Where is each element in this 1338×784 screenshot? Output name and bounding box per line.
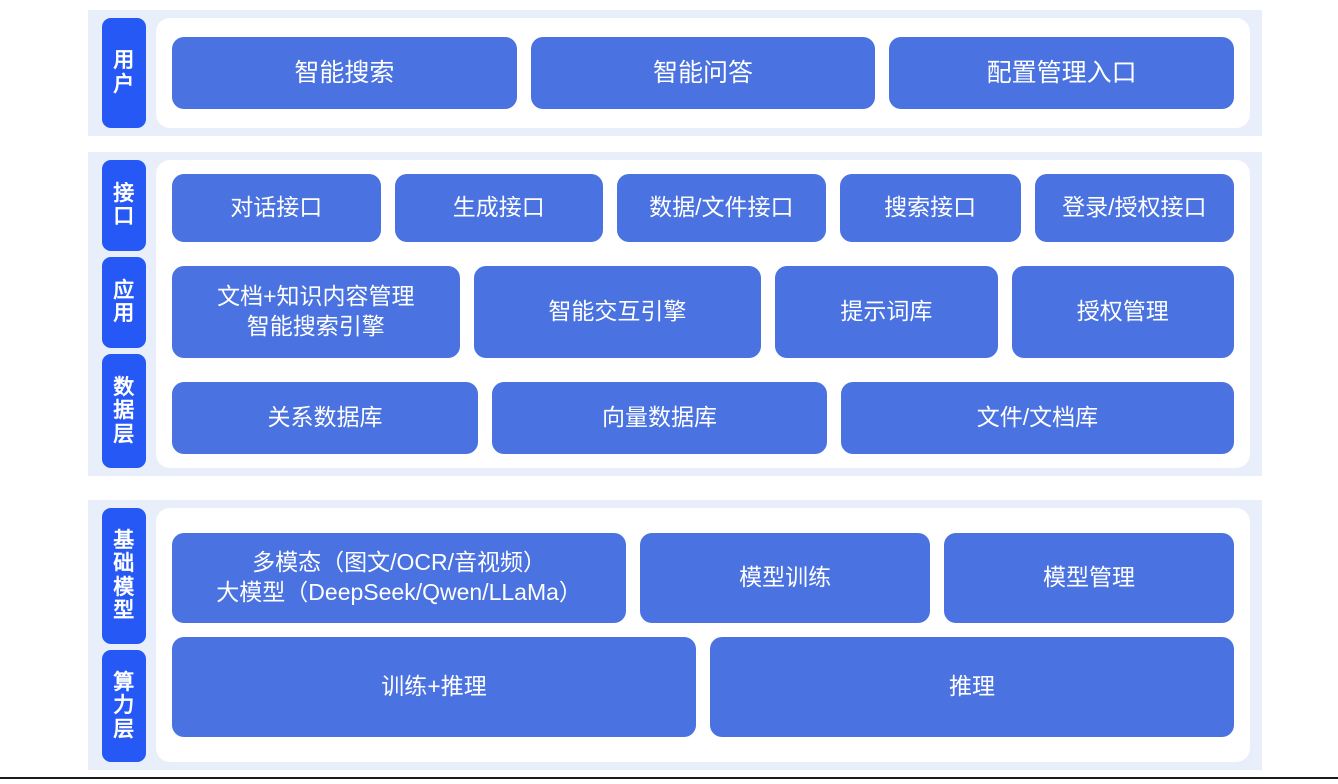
section-middle-card: 对话接口 生成接口 数据/文件接口 搜索接口 登录/授权接口 文档+知识内容管理… [156,160,1250,468]
row-compute: 训练+推理 推理 [172,637,1234,737]
section-user-label-column: 用户 [88,10,146,136]
row-application: 文档+知识内容管理 智能搜索引擎 智能交互引擎 提示词库 授权管理 [172,266,1234,358]
layer-label-user: 用户 [102,18,146,128]
box-interaction-engine[interactable]: 智能交互引擎 [473,266,762,358]
box-document-knowledge-management[interactable]: 文档+知识内容管理 智能搜索引擎 [172,266,460,358]
layer-label-interface: 接口 [102,160,146,251]
layer-label-compute-text: 算力层 [113,670,135,741]
bottom-divider [0,777,1338,779]
box-data-file-api[interactable]: 数据/文件接口 [617,174,826,242]
box-inference[interactable]: 推理 [710,637,1234,737]
box-multimodal-large-model[interactable]: 多模态（图文/OCR/音视频） 大模型（DeepSeek/Qwen/LLaMa） [172,533,627,623]
layer-label-compute: 算力层 [102,649,146,763]
layer-label-user-text: 用户 [113,49,135,96]
box-config-management-entry[interactable]: 配置管理入口 [889,37,1235,109]
box-dialog-api[interactable]: 对话接口 [172,174,381,242]
section-bottom-card: 多模态（图文/OCR/音视频） 大模型（DeepSeek/Qwen/LLaMa）… [156,508,1250,762]
box-prompt-library[interactable]: 提示词库 [775,266,998,358]
layer-label-application: 应用 [102,256,146,348]
row-user-entries: 智能搜索 智能问答 配置管理入口 [172,37,1235,109]
box-login-auth-api[interactable]: 登录/授权接口 [1034,174,1234,242]
layer-label-data: 数据层 [102,353,146,468]
box-generation-api[interactable]: 生成接口 [394,174,604,242]
section-user-card: 智能搜索 智能问答 配置管理入口 [156,18,1250,128]
row-model: 多模态（图文/OCR/音视频） 大模型（DeepSeek/Qwen/LLaMa）… [172,533,1234,623]
layer-label-interface-text: 接口 [113,181,135,229]
box-model-management[interactable]: 模型管理 [944,533,1234,623]
box-training-plus-inference[interactable]: 训练+推理 [172,637,696,737]
layer-label-application-text: 应用 [113,278,135,326]
box-vector-database[interactable]: 向量数据库 [492,382,827,454]
section-user: 用户 智能搜索 智能问答 配置管理入口 [88,10,1262,136]
layer-label-foundation-model: 基础模型 [102,508,146,644]
box-relational-database[interactable]: 关系数据库 [172,382,478,454]
section-middle-label-column: 接口 应用 数据层 [88,152,146,476]
layer-label-foundation-model-text: 基础模型 [113,528,135,623]
box-file-document-store[interactable]: 文件/文档库 [841,382,1234,454]
box-model-training[interactable]: 模型训练 [640,533,931,623]
section-middle: 接口 应用 数据层 对话接口 生成接口 数据/文件接口 搜索接口 登录/授权接口… [88,152,1262,476]
box-authorization-management[interactable]: 授权管理 [1011,266,1234,358]
box-intelligent-search[interactable]: 智能搜索 [172,37,517,109]
box-search-api[interactable]: 搜索接口 [839,174,1021,242]
section-bottom: 基础模型 算力层 多模态（图文/OCR/音视频） 大模型（DeepSeek/Qw… [88,500,1262,770]
box-intelligent-qa[interactable]: 智能问答 [530,37,876,109]
row-data: 关系数据库 向量数据库 文件/文档库 [172,382,1234,454]
row-api: 对话接口 生成接口 数据/文件接口 搜索接口 登录/授权接口 [172,174,1234,242]
layer-label-data-text: 数据层 [113,375,135,446]
section-bottom-label-column: 基础模型 算力层 [88,500,146,770]
